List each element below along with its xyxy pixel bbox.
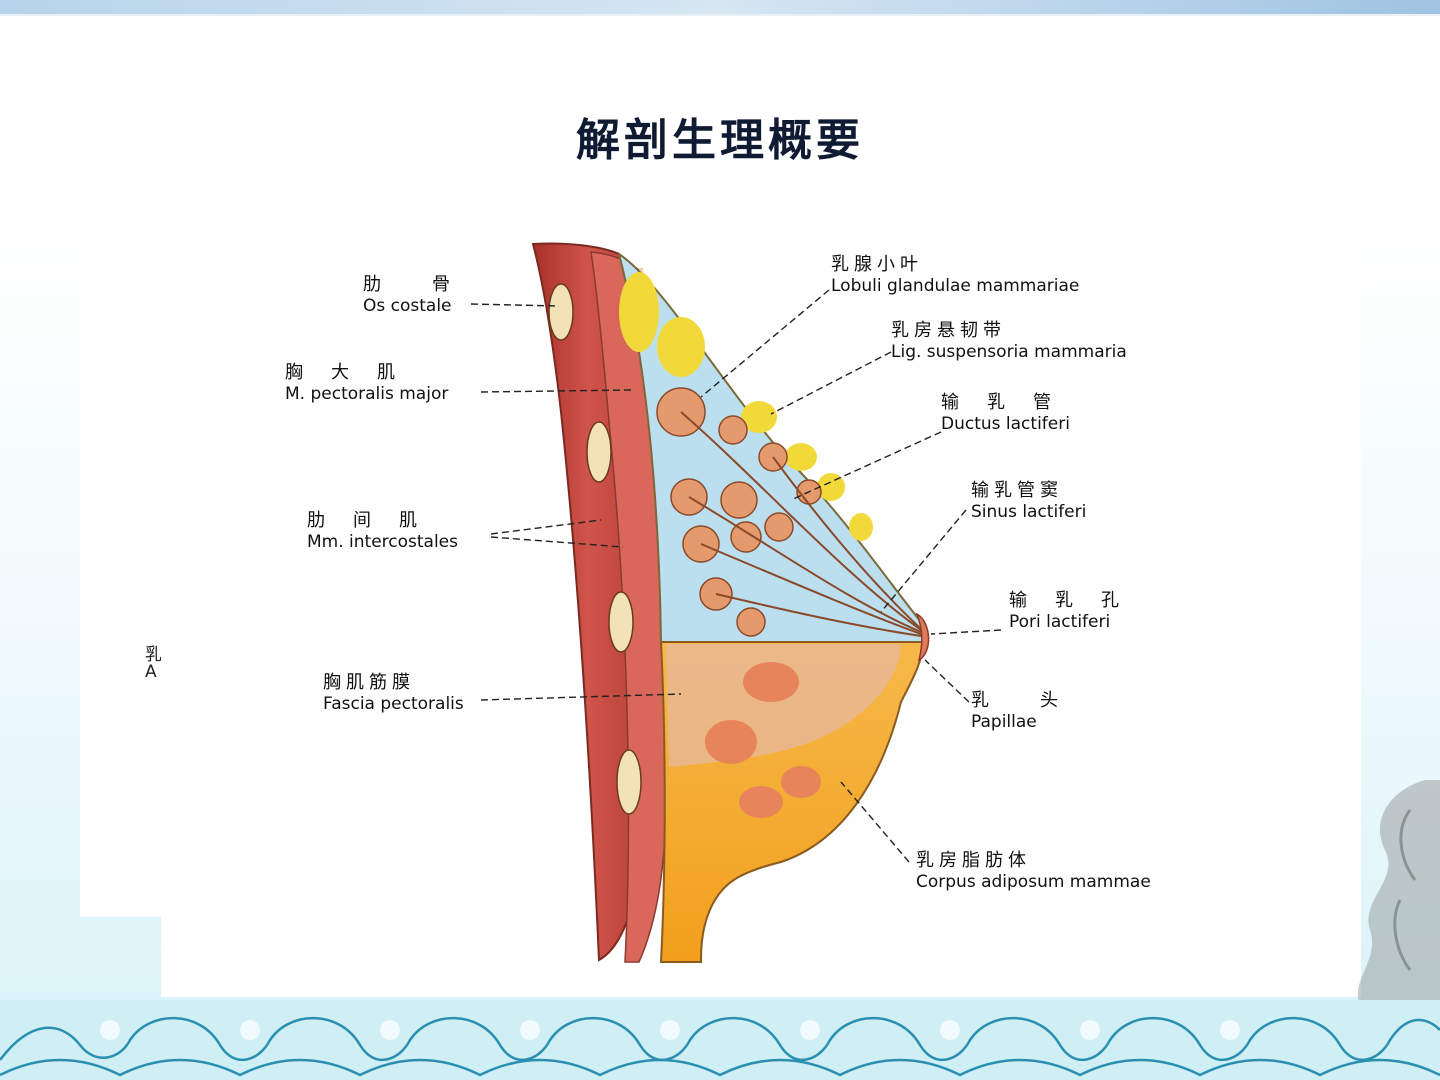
label-zh: 乳房脂肪体: [916, 850, 1031, 871]
slide-title: 解剖生理概要: [576, 115, 864, 166]
label-pori: 输 乳 孔 Pori lactiferi: [1009, 592, 1124, 631]
label-zh: 胸肌筋膜: [323, 672, 415, 693]
label-intercostales: 肋 间 肌 Mm. intercostales: [307, 512, 458, 551]
label-latin: Mm. intercostales: [307, 532, 458, 552]
label-latin: Fascia pectoralis: [323, 694, 464, 714]
nipple: [915, 612, 930, 662]
label-latin: Lig. suspensoria mammaria: [891, 342, 1127, 362]
leader-lines: [470, 289, 1002, 863]
ghost-label-zh: 乳: [145, 645, 162, 665]
lactiferous-ducts: [680, 411, 922, 637]
label-zh: 乳 头: [971, 690, 1063, 711]
label-pectoralis-major: 胸 大 肌 M. pectoralis major: [285, 364, 448, 403]
top-banner-line: [0, 14, 1440, 16]
rib-1: [548, 283, 574, 341]
label-zh: 输 乳 孔: [1009, 590, 1124, 611]
label-os-costale: 肋 骨 Os costale: [363, 276, 455, 315]
top-banner-bar: [0, 0, 1440, 14]
lobule: [736, 607, 766, 637]
label-zh: 胸 大 肌: [285, 362, 400, 383]
fat-pad-6: [849, 513, 873, 541]
label-zh: 肋 间 肌: [307, 510, 422, 531]
lobule: [718, 415, 748, 445]
wave-border-decoration: [0, 1000, 1440, 1080]
fat-pad-1: [619, 272, 659, 352]
label-lobuli: 乳腺小叶 Lobuli glandulae mammariae: [831, 256, 1079, 295]
label-latin: Os costale: [363, 296, 452, 316]
fat-lobule: [705, 720, 757, 764]
fat-lobule: [739, 786, 783, 818]
ghost-label-la: A: [145, 662, 157, 682]
label-latin: Corpus adiposum mammae: [916, 872, 1151, 892]
label-latin: Ductus lactiferi: [941, 414, 1070, 434]
fat-pad-2: [657, 317, 705, 377]
fat-pad-5: [817, 473, 845, 501]
lobule: [764, 512, 794, 542]
lobule: [720, 481, 758, 519]
label-zh: 乳腺小叶: [831, 254, 923, 275]
fat-lobule: [743, 662, 799, 702]
lobule: [730, 521, 762, 553]
anatomy-diagram: 肋 骨 Os costale 胸 大 肌 M. pectoralis major…: [161, 182, 1361, 997]
fat-lobule: [781, 766, 821, 798]
label-sinus: 输乳管窦 Sinus lactiferi: [971, 482, 1086, 521]
label-ductus: 输 乳 管 Ductus lactiferi: [941, 394, 1070, 433]
label-zh: 肋 骨: [363, 274, 455, 295]
fat-pad-4: [785, 443, 817, 471]
label-zh: 乳房悬韧带: [891, 320, 1006, 341]
label-papillae: 乳 头 Papillae: [971, 692, 1063, 731]
label-latin: Sinus lactiferi: [971, 502, 1087, 522]
label-zh: 输乳管窦: [971, 480, 1063, 501]
label-fascia-pectoralis: 胸肌筋膜 Fascia pectoralis: [323, 674, 464, 713]
rib-2: [586, 421, 612, 483]
fat-pad-3: [741, 401, 777, 433]
rib-3: [608, 591, 634, 653]
label-latin: M. pectoralis major: [285, 384, 449, 404]
label-latin: Papillae: [971, 712, 1037, 732]
label-corpus-adiposum: 乳房脂肪体 Corpus adiposum mammae: [916, 852, 1151, 891]
dragon-decoration: [1357, 780, 1440, 1005]
label-zh: 输 乳 管: [941, 392, 1056, 413]
label-lig-suspensoria: 乳房悬韧带 Lig. suspensoria mammaria: [891, 322, 1127, 361]
label-latin: Pori lactiferi: [1009, 612, 1111, 632]
label-latin: Lobuli glandulae mammariae: [831, 276, 1080, 296]
rib-4: [616, 749, 642, 815]
breast-anatomy-illustration: [470, 242, 1002, 963]
